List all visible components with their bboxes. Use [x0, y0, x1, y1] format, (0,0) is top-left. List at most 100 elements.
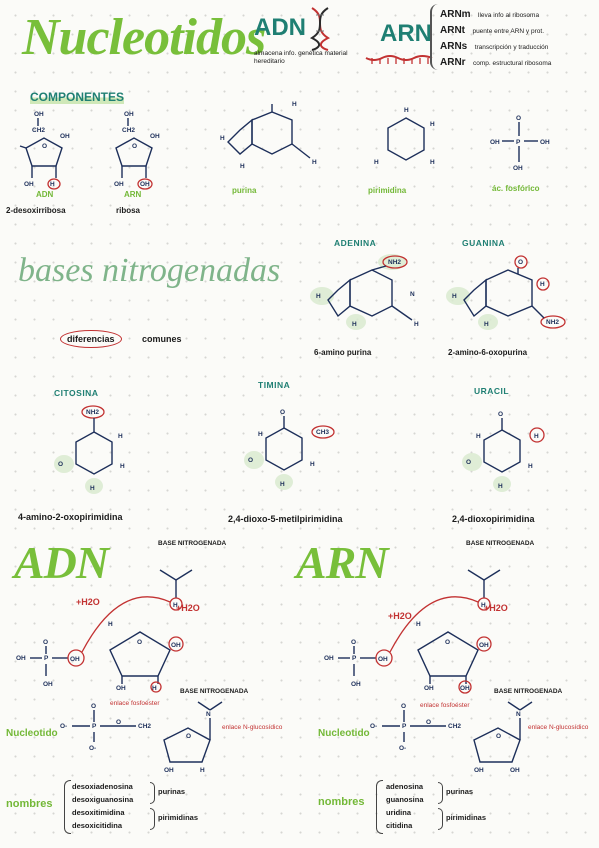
deoxyribose-structure: OH CH2 O OH OH H: [19, 111, 70, 190]
svg-text:OH: OH: [510, 767, 520, 774]
svg-text:OH: OH: [378, 656, 388, 663]
svg-text:H: H: [310, 461, 315, 468]
guanina-name: GUANINA: [462, 238, 506, 248]
svg-text:OH: OH: [34, 111, 44, 118]
adn-nombres-list: desoxiadenosina desoxiguanosina desoxiti…: [72, 780, 133, 832]
arn-condensation-diagram: H OH P O OH OH H O OH OH OH: [324, 569, 501, 694]
arn-purinas-label: purinas: [446, 787, 474, 796]
adn-nucleotide-base-label: BASE NITROGENADA: [180, 688, 249, 695]
adn-nombre-item: desoxiguanosina: [72, 795, 134, 804]
phosphoric-acid-structure: O P OH OH OH: [490, 115, 550, 172]
componente-purina-label: purina: [232, 186, 257, 195]
svg-text:O: O: [186, 733, 191, 740]
dna-icon: [309, 7, 331, 51]
svg-text:P: P: [92, 723, 97, 730]
arn-nucleotide-base-label: BASE NITROGENADA: [494, 688, 563, 695]
arn-type-item: ARNt puente entre ARN y prot.: [440, 25, 544, 36]
componente-adn-sub: 2-desoxirribosa: [6, 206, 66, 215]
svg-text:OH: OH: [324, 655, 334, 662]
adn-nucleotide-structure: O- P O O- O CH2 O N OH H: [60, 701, 223, 774]
svg-text:O-: O-: [399, 745, 406, 752]
svg-text:H: H: [416, 621, 421, 628]
svg-text:H: H: [220, 135, 225, 142]
svg-text:O: O: [351, 639, 356, 646]
adenine-structure: NH2 H H N H: [310, 254, 419, 330]
svg-text:H: H: [118, 433, 123, 440]
arn-types-list: ARNm lleva info al ribosoma ARNt puente …: [440, 4, 599, 68]
arn-fosfoester-note: enlace fosfoéster: [420, 702, 470, 709]
adenina-sub: 6-amino purina: [314, 348, 372, 357]
guanine-structure: O H NH2 H H: [446, 255, 566, 330]
svg-text:P: P: [352, 655, 357, 662]
arn-nombre-item: uridina: [386, 808, 412, 817]
arn-base-label: BASE NITROGENADA: [466, 540, 535, 547]
adn-glucosidico-note: enlace N-glucosídico: [222, 724, 283, 731]
adn-nombres-brace: [64, 780, 71, 834]
svg-text:CH2: CH2: [138, 723, 151, 730]
svg-text:O: O: [58, 461, 63, 468]
timina-sub: 2,4-dioxo-5-metilpirimidina: [228, 514, 343, 524]
comunes-label: comunes: [142, 334, 182, 344]
arn-nombre-item: adenosina: [386, 782, 424, 791]
svg-text:H: H: [430, 121, 435, 128]
svg-text:H: H: [258, 431, 263, 438]
adn-description: almacena info. genética material heredit…: [254, 50, 348, 65]
svg-text:OH: OH: [124, 111, 134, 118]
svg-text:OH: OH: [460, 685, 470, 692]
svg-text:O-: O-: [370, 723, 377, 730]
arn-nombres-brace: [376, 780, 383, 834]
arn-nucleotide-structure: O- P O O- O CH2 O N OH OH: [370, 701, 533, 774]
adn-header-label: ADN: [254, 14, 306, 41]
timina-name: TIMINA: [258, 380, 291, 390]
guanina-sub: 2-amino-6-oxopurina: [448, 348, 528, 357]
componente-fosforico-label: ác. fosfórico: [492, 184, 540, 193]
svg-text:OH: OH: [424, 685, 434, 692]
svg-text:H: H: [50, 181, 55, 188]
svg-text:O-: O-: [60, 723, 67, 730]
svg-text:H: H: [280, 481, 285, 488]
svg-text:H: H: [120, 463, 125, 470]
svg-text:H: H: [374, 159, 379, 166]
svg-text:H: H: [476, 433, 481, 440]
arn-nucleotido-label: Nucleotido: [318, 728, 370, 739]
svg-text:OH: OH: [490, 139, 500, 146]
adn-pirimidinas-label: pirimidinas: [158, 813, 199, 822]
arn-nombre-item: guanosina: [386, 795, 424, 804]
adn-nombre-item: desoxiadenosina: [72, 782, 133, 791]
svg-text:OH: OH: [351, 681, 361, 688]
componente-arn-label: ARN: [124, 190, 142, 199]
svg-text:O: O: [132, 143, 137, 150]
arn-type-item: ARNs transcripción y traducción: [440, 41, 549, 52]
svg-text:OH: OH: [479, 642, 489, 649]
svg-text:OH: OH: [60, 133, 70, 140]
svg-text:O: O: [518, 259, 523, 266]
arn-type-item: ARNr comp. estructural ribosoma: [440, 57, 552, 68]
citosina-name: CITOSINA: [54, 388, 99, 398]
adn-condensation-diagram: H OH P O OH OH H O OH OH H: [16, 569, 193, 693]
svg-text:O: O: [466, 459, 471, 466]
rna-strand-icon: [365, 55, 433, 64]
svg-text:CH2: CH2: [122, 127, 135, 134]
svg-text:O: O: [498, 411, 503, 418]
adn-pirimidinas-brace: [150, 808, 155, 830]
svg-text:OH: OH: [140, 181, 150, 188]
svg-text:OH: OH: [171, 642, 181, 649]
svg-text:NH2: NH2: [86, 409, 99, 416]
svg-text:O: O: [426, 719, 431, 726]
svg-text:OH: OH: [16, 655, 26, 662]
svg-text:P: P: [402, 723, 407, 730]
svg-text:OH: OH: [114, 181, 124, 188]
svg-text:O: O: [91, 703, 96, 710]
svg-text:H: H: [481, 602, 486, 609]
svg-text:H: H: [528, 463, 533, 470]
arn-purinas-brace: [438, 782, 443, 804]
pyrimidine-structure: H H H H: [374, 107, 435, 166]
svg-text:N: N: [516, 711, 521, 718]
svg-text:H: H: [430, 159, 435, 166]
svg-text:O: O: [496, 733, 501, 740]
uracil-structure: O H H H O H: [462, 411, 545, 492]
componente-arn-sub: ribosa: [116, 206, 141, 215]
componente-pirimidina-label: pirimidina: [368, 186, 407, 195]
svg-text:N: N: [410, 291, 415, 298]
svg-text:P: P: [44, 655, 49, 662]
